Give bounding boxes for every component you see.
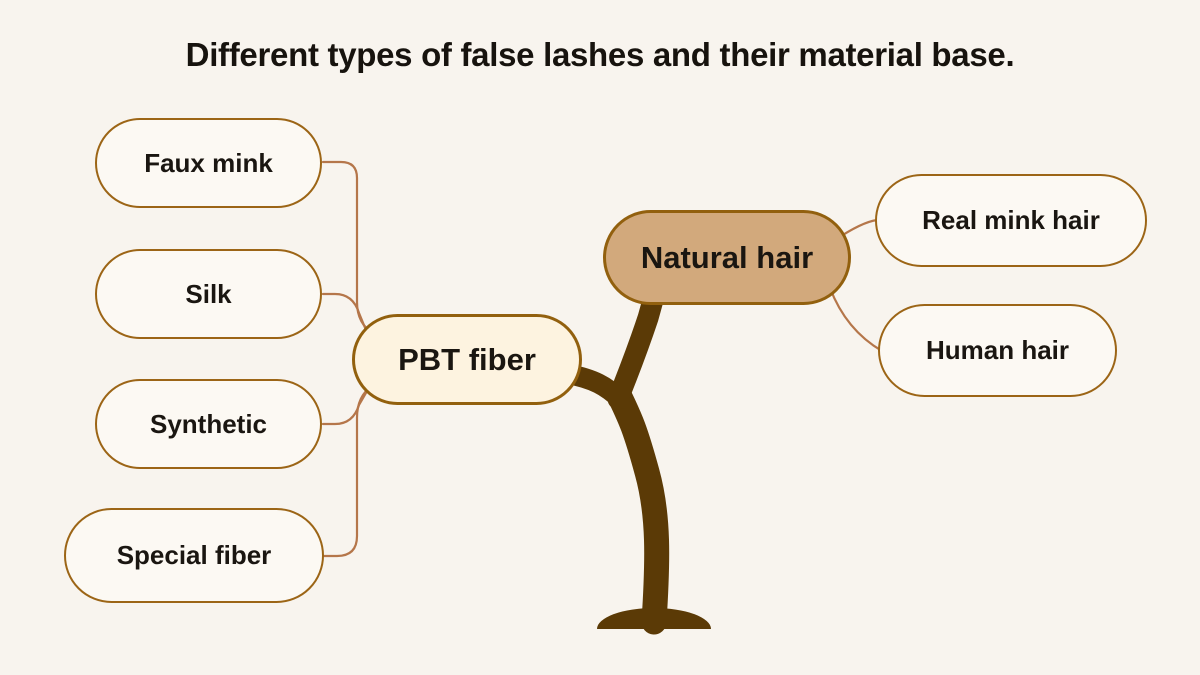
node-label: Special fiber bbox=[116, 540, 272, 570]
node-label: PBT fiber bbox=[398, 341, 536, 377]
node-label: Silk bbox=[185, 278, 232, 309]
node-natural-hair: Natural hair bbox=[603, 210, 851, 305]
node-silk: Silk bbox=[95, 249, 322, 339]
node-synthetic: Synthetic bbox=[95, 379, 322, 469]
connector-special-fiber bbox=[322, 384, 374, 558]
node-label: Faux mink bbox=[144, 147, 273, 178]
connector-faux-mink bbox=[321, 160, 376, 336]
node-real-mink-hair: Real mink hair bbox=[875, 174, 1147, 267]
node-human-hair: Human hair bbox=[878, 304, 1117, 397]
node-label: Natural hair bbox=[640, 239, 814, 275]
tree-branch-natural-hair bbox=[607, 289, 664, 410]
diagram-title: Different types of false lashes and thei… bbox=[185, 36, 1015, 73]
connector-synthetic bbox=[321, 384, 372, 426]
node-special-fiber: Special fiber bbox=[64, 508, 324, 603]
connector-human-hair bbox=[828, 286, 884, 353]
node-faux-mink: Faux mink bbox=[95, 118, 322, 208]
connector-silk bbox=[321, 292, 370, 337]
node-label: Synthetic bbox=[149, 408, 268, 439]
node-label: Human hair bbox=[925, 335, 1070, 365]
node-pbt-fiber: PBT fiber bbox=[352, 314, 582, 405]
tree-base-mound bbox=[597, 608, 711, 629]
node-label: Real mink hair bbox=[922, 205, 1100, 235]
tree-trunk bbox=[607, 384, 670, 635]
